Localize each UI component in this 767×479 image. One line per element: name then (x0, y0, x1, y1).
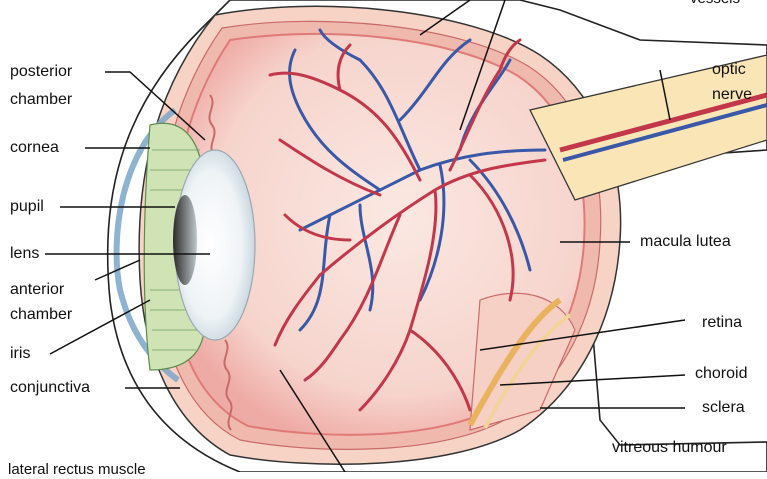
pupil-shape (173, 195, 197, 285)
label-posterior-chamber-2: chamber (10, 90, 72, 109)
label-cornea: cornea (10, 138, 59, 157)
label-lens: lens (10, 244, 39, 263)
label-retina: retina (702, 313, 742, 332)
label-anterior-chamber-1: anterior (10, 280, 64, 299)
label-choroid: choroid (695, 364, 747, 383)
label-pupil: pupil (10, 197, 44, 216)
label-optic-nerve-1: optic (712, 60, 746, 79)
label-vitreous-humour: vitreous humour (612, 438, 727, 457)
label-posterior-chamber-1: posterior (10, 62, 72, 81)
label-anterior-chamber-2: chamber (10, 305, 72, 324)
label-lateral-rectus-muscle: lateral rectus muscle (8, 460, 146, 479)
label-conjunctiva: conjunctiva (10, 378, 90, 397)
label-iris: iris (10, 344, 30, 363)
label-macula-lutea: macula lutea (640, 232, 731, 251)
label-optic-nerve-2: nerve (712, 85, 752, 104)
label-vessels: vessels (690, 0, 740, 8)
label-sclera: sclera (702, 398, 745, 417)
